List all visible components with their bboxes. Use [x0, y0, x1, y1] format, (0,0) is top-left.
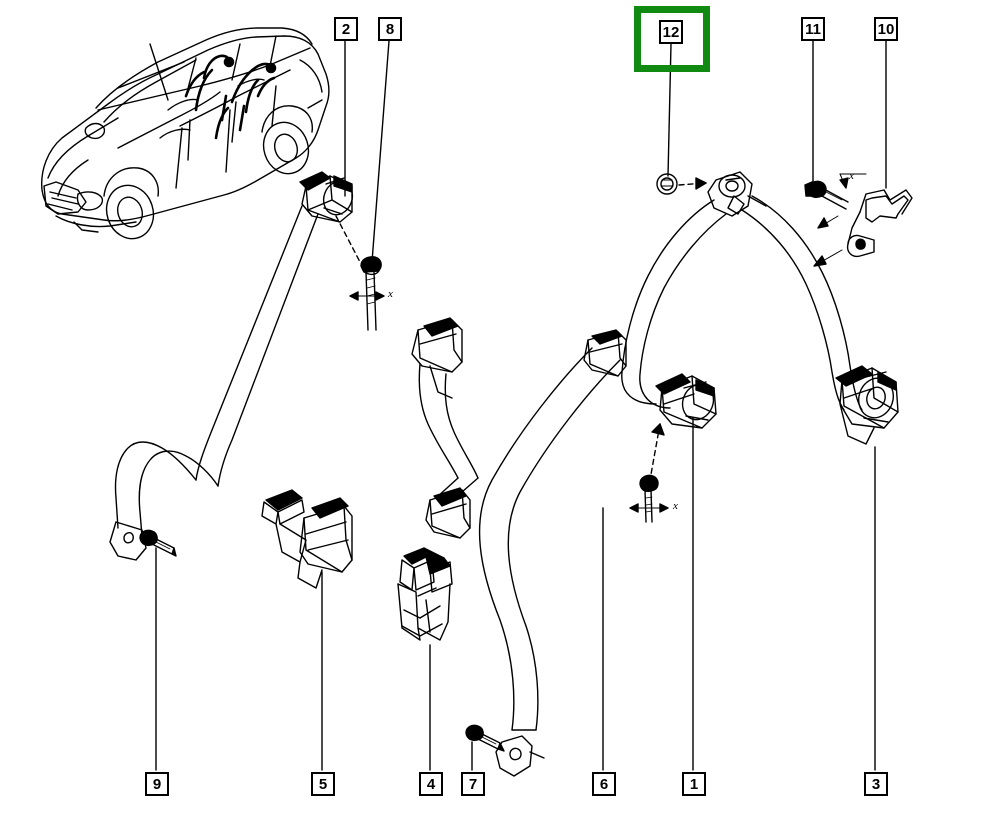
belt-guide-loop-mid	[583, 329, 627, 377]
callout-4[interactable]: 4	[419, 772, 443, 796]
belt-webbing-rear-left	[478, 347, 621, 731]
part-10-guide-bracket	[813, 189, 913, 267]
callout-11[interactable]: 11	[801, 17, 825, 41]
dimension-label-x-part6: x	[673, 500, 678, 512]
part-1-rear-retractor	[655, 373, 717, 429]
callout-12[interactable]: 12	[659, 20, 683, 44]
callout-5[interactable]: 5	[311, 772, 335, 796]
callout-1[interactable]: 1	[682, 772, 706, 796]
callout-7[interactable]: 7	[461, 772, 485, 796]
belt-webbing-loop-left-down	[418, 363, 479, 539]
part-8-long-screw	[349, 256, 385, 331]
part-6-bolt	[629, 474, 669, 523]
part-2-front-retractor	[299, 171, 354, 223]
part-12-cover-cap	[656, 173, 707, 195]
callout-2[interactable]: 2	[334, 17, 358, 41]
part-9-anchor-bolt	[139, 529, 177, 557]
callout-6[interactable]: 6	[592, 772, 616, 796]
part-5-front-buckle	[261, 489, 353, 589]
callout-3[interactable]: 3	[864, 772, 888, 796]
dimension-label-x-part8: x	[388, 288, 393, 300]
part-3-rear-retractor	[835, 365, 899, 445]
callout-8[interactable]: 8	[378, 17, 402, 41]
belt-guide-loop-left	[411, 317, 463, 399]
callout-10[interactable]: 10	[874, 17, 898, 41]
dimension-label-x-part11: x	[849, 170, 854, 182]
vehicle-illustration	[41, 27, 330, 240]
part-7-anchor-bolt-plate	[465, 724, 545, 777]
highlighted-part-frame	[634, 6, 710, 72]
part-4-rear-double-buckle	[397, 547, 453, 641]
leader-lines	[155, 40, 887, 771]
belt-webbing-rear-right	[621, 171, 863, 411]
belt-webbing-front-left	[109, 205, 319, 561]
part-11-bolt	[804, 173, 867, 229]
callout-9[interactable]: 9	[145, 772, 169, 796]
